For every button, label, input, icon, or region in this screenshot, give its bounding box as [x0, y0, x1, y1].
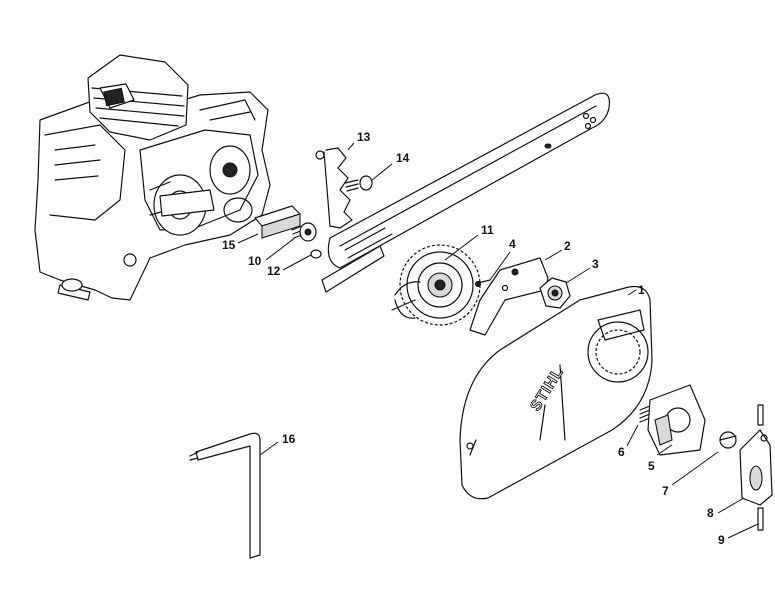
callout-1: 1: [638, 283, 645, 297]
guide-bar-plate: [321, 245, 385, 293]
chain-tensioner: [647, 384, 706, 456]
callout-12: 12: [267, 264, 281, 278]
bar-pad: [254, 205, 301, 239]
callout-13: 13: [357, 130, 371, 144]
leader-lines: [237, 142, 759, 539]
thumbwheel: [719, 431, 737, 449]
callout-7: 7: [662, 484, 669, 498]
engine-housing: [34, 54, 271, 301]
callout-labels: 1 2 3 4 5 6 7 8 9 10 11 12 13 14 15 16: [222, 130, 725, 547]
spring: [639, 405, 651, 423]
callout-15: 15: [222, 238, 236, 252]
guide-bar: [327, 92, 611, 269]
pin: [475, 279, 491, 287]
callout-14: 14: [396, 151, 410, 165]
sprocket-wheel: [391, 244, 481, 326]
knob-nut: [539, 277, 571, 309]
cover-plate: [469, 257, 549, 336]
callout-16: 16: [282, 432, 296, 446]
chain-catcher-bracket: [315, 147, 353, 229]
callout-6: 6: [618, 445, 625, 459]
callout-4: 4: [509, 237, 516, 251]
allen-wrench: [189, 432, 261, 559]
nut-small: [310, 249, 322, 259]
callout-9: 9: [718, 533, 725, 547]
screw: [344, 175, 373, 192]
pin-pair: [757, 404, 764, 531]
callout-8: 8: [707, 506, 714, 520]
tensioner-bracket: [739, 429, 773, 506]
sprocket-cover: STIHL: [459, 285, 653, 500]
callout-10: 10: [248, 254, 262, 268]
callout-3: 3: [592, 257, 599, 271]
callout-2: 2: [564, 239, 571, 253]
callout-11: 11: [481, 223, 494, 237]
callout-5: 5: [648, 459, 655, 473]
